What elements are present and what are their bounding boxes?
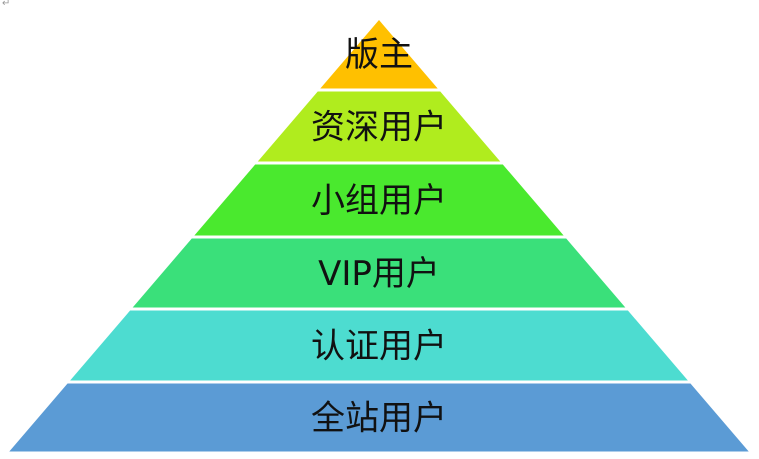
pyramid-tier-label: 小组用户 — [311, 181, 447, 221]
pyramid-tier — [194, 164, 564, 236]
pyramid-tier-label: 全站用户 — [311, 399, 447, 439]
pyramid-tier — [70, 310, 688, 381]
pyramid-tier — [320, 20, 438, 89]
pyramid-tier-label: 版主 — [345, 35, 413, 75]
pyramid-tier — [9, 383, 749, 452]
pyramid-tier-label: 资深用户 — [311, 108, 447, 148]
pyramid-tier — [132, 238, 626, 308]
paragraph-mark: ↵ — [2, 0, 11, 9]
pyramid-tier — [257, 91, 501, 162]
pyramid-tier-label: 认证用户 — [311, 327, 447, 367]
pyramid-tier-label: VIP用户 — [318, 254, 440, 294]
